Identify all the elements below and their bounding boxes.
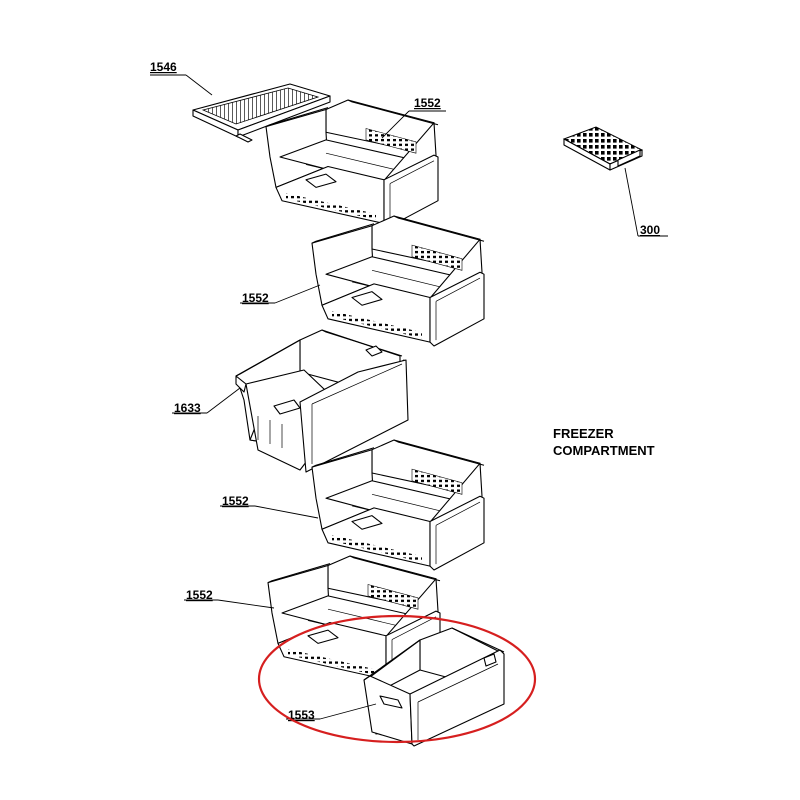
- caption-line-1: FREEZER: [553, 426, 614, 441]
- label-300: 300: [640, 223, 660, 237]
- label-1552-second: 1552: [242, 291, 269, 305]
- drawer-tall-part: [235, 329, 409, 473]
- label-1552-fourth: 1552: [222, 494, 249, 508]
- ice-tray-part: [562, 126, 644, 171]
- label-1546: 1546: [150, 60, 177, 74]
- shelf-cover-part: [192, 83, 331, 143]
- label-1552-fifth: 1552: [186, 588, 213, 602]
- highlight-ellipse: [257, 614, 537, 744]
- label-1552-top: 1552: [414, 96, 441, 110]
- drawer-bottom-part: [363, 627, 505, 747]
- label-1553: 1553: [288, 708, 315, 722]
- caption-line-2: COMPARTMENT: [553, 443, 655, 458]
- drawer-fourth-part: [311, 439, 485, 571]
- drawer-top-part: [265, 99, 439, 228]
- drawer-second-part: [311, 215, 485, 347]
- label-1633: 1633: [174, 401, 201, 415]
